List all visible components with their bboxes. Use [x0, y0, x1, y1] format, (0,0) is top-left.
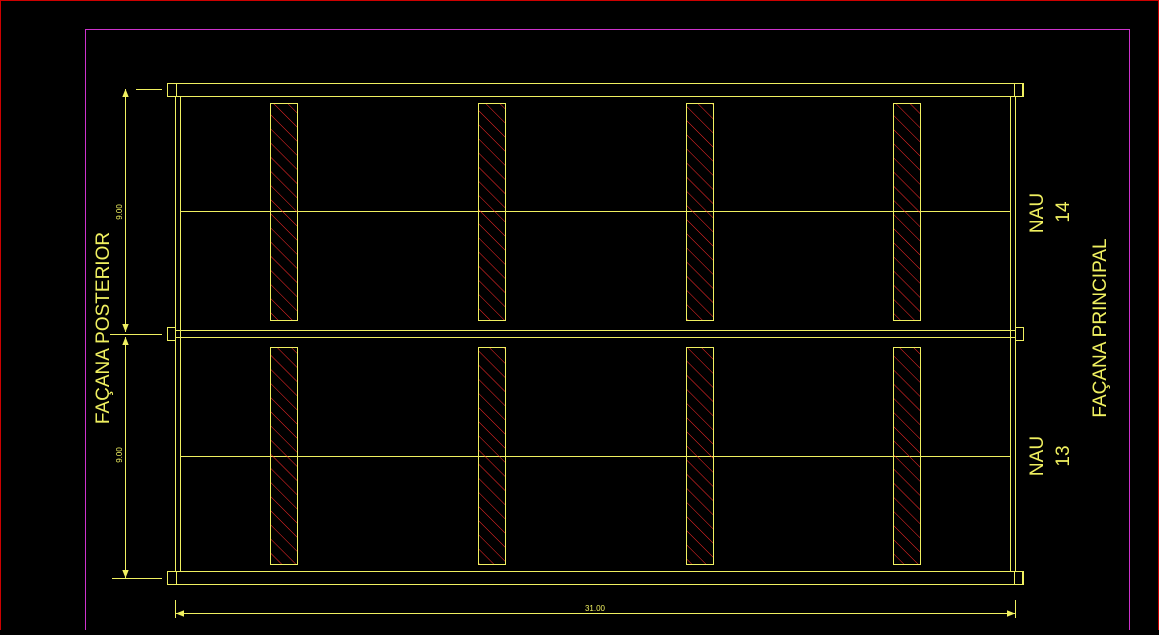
column-mid-left: [167, 327, 176, 341]
label-bay-14-word: NAU: [1027, 193, 1048, 233]
column-bottom-right: [1014, 571, 1024, 585]
bottom-beam: [167, 571, 1023, 585]
hatched-rafter-bay-14-3: [686, 103, 714, 321]
structure-group: [110, 83, 1024, 618]
label-bay-13-word: NAU: [1027, 436, 1048, 476]
dim-text-lower: 9.00: [115, 447, 124, 463]
hatched-rafter-bay-14-4: [893, 103, 921, 321]
hatched-rafter-bay-14-1: [270, 103, 298, 321]
hatched-rafters: [270, 103, 921, 565]
hatched-rafter-bay-13-4: [893, 347, 921, 565]
sheet-border: [85, 29, 1130, 635]
label-main-facade: FAÇANA PRINCIPAL: [1090, 238, 1111, 417]
label-bay-13-number: 13: [1053, 445, 1074, 466]
hatched-rafter-bay-13-2: [478, 347, 506, 565]
top-beam: [167, 83, 1023, 97]
hatched-rafter-bay-13-3: [686, 347, 714, 565]
column-top-right: [1014, 83, 1024, 97]
column-top-left: [167, 83, 177, 97]
hatched-rafter-bay-14-2: [478, 103, 506, 321]
label-rear-facade: FAÇANA POSTERIOR: [93, 232, 114, 424]
label-bay-14-number: 14: [1053, 201, 1074, 223]
dim-text-upper: 9.00: [115, 204, 124, 220]
hatched-rafter-bay-13-1: [270, 347, 298, 565]
dim-text-total: 31.00: [585, 604, 606, 613]
column-mid-right: [1015, 327, 1024, 341]
column-bottom-left: [167, 571, 177, 585]
